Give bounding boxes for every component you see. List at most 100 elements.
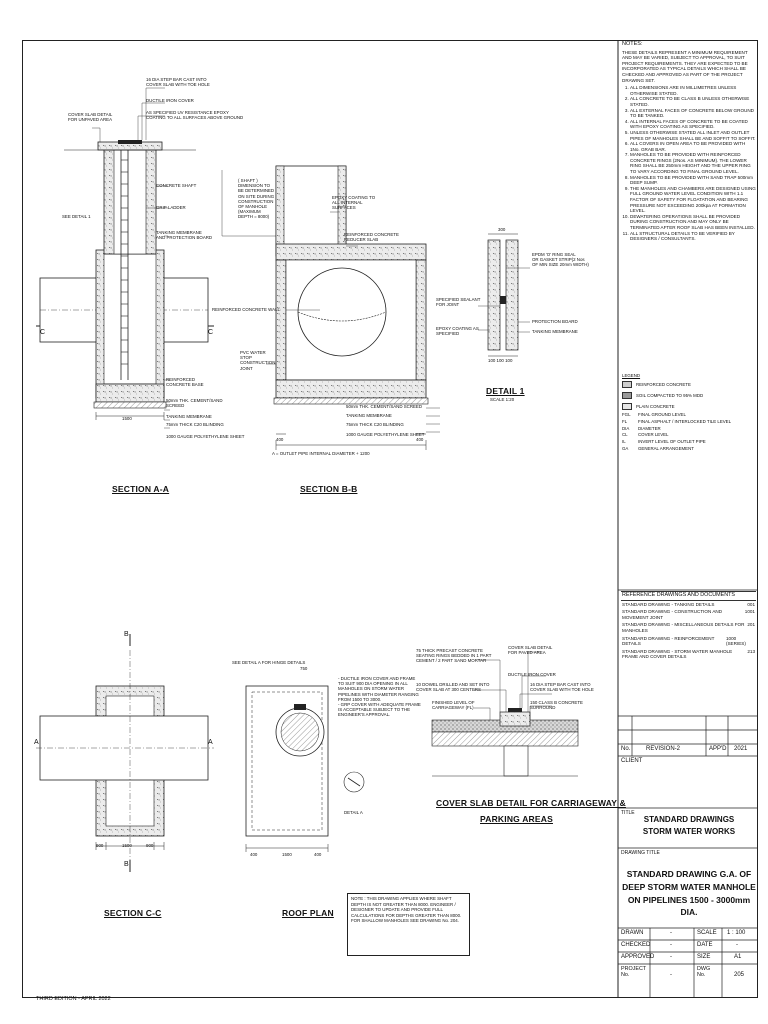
legend-abbr-meaning: INVERT LEVEL OF OUTLET PIPE bbox=[638, 439, 706, 445]
approved-label: APPROVED bbox=[621, 954, 655, 960]
reference-row: STANDARD DRAWING - MISCELLANEOUS DETAILS… bbox=[621, 621, 756, 634]
cc-dim-900a: 900 bbox=[96, 843, 104, 848]
references-header: REFERENCE DRAWINGS AND DOCUMENTS bbox=[621, 591, 756, 601]
reference-drawings-panel: REFERENCE DRAWINGS AND DOCUMENTS STANDAR… bbox=[621, 591, 756, 661]
legend-abbr-row: CL COVER LEVEL bbox=[622, 432, 756, 439]
legend-abbr-meaning: FINAL GROUND LEVEL bbox=[638, 412, 686, 417]
aa-tanking2-label: TANKING MEMBRANE bbox=[166, 414, 212, 419]
reference-label: STANDARD DRAWING - MISCELLANEOUS DETAILS… bbox=[622, 622, 745, 633]
note-item: ALL CONCRETE TO BE CLASS B UNLESS OTHERW… bbox=[630, 96, 756, 107]
d1-dims: 100 100 100 bbox=[488, 358, 513, 363]
bb-screed-label: 50mm THK. CEMENT/SAND SCREED bbox=[346, 404, 423, 409]
legend-abbr: GA bbox=[622, 445, 629, 451]
aa-grip-ladder-label: GRIP LADDER bbox=[156, 205, 186, 210]
title-block-grid bbox=[618, 589, 758, 998]
legend-row: PLAIN CONCRETE bbox=[622, 401, 756, 412]
d1-epdm-label: EPDM 'O' RING SEAL OR GASKET STRIP(2 Nos… bbox=[532, 252, 589, 268]
cover-rings-label: 75 THICK PRECAST CONCRETE SEATING RINGS … bbox=[416, 648, 492, 664]
reference-number: 1001 bbox=[744, 609, 755, 615]
aa-poly-label: 1000 GAUGE POLYETHYLENE SHEET bbox=[166, 434, 245, 439]
aa-base-label: REINFORCED CONCRETE BASE bbox=[166, 377, 204, 388]
reference-number: 001 bbox=[747, 601, 755, 607]
edition-footer: THIRD EDITION - APRIL 2022 bbox=[36, 996, 111, 1002]
drawing-title-label: DRAWING TITLE bbox=[621, 850, 660, 856]
aa-ductile-cover-label: DUCTILE IRON COVER bbox=[146, 98, 194, 103]
cover-paved-label: COVER SLAB DETAIL FOR PAVED AREA bbox=[508, 645, 553, 656]
legend-swatch bbox=[622, 392, 632, 399]
d1-dim-300: 300 bbox=[498, 227, 506, 232]
d1-tanking-label: TANKING MEMBRANE bbox=[532, 329, 578, 334]
reference-row: STANDARD DRAWING - CONSTRUCTION AND MOVE… bbox=[621, 608, 756, 621]
legend-label: PLAIN CONCRETE bbox=[636, 403, 675, 409]
cover-ductile-label: DUCTILE IRON COVER bbox=[508, 672, 556, 677]
bb-pvc-label: PVC WATER STOP CONSTRUCTION JOINT bbox=[240, 350, 276, 371]
drawing-title-line-2: DEEP STORM WATER MANHOLE bbox=[622, 882, 756, 892]
legend-abbr: FGL bbox=[622, 412, 631, 417]
drawn-value: - bbox=[670, 930, 672, 936]
section-bb-drawing bbox=[221, 165, 440, 450]
bb-shaft-label: ( SHAFT ) DIMENSION TO BE DETERMINED ON … bbox=[238, 178, 275, 220]
cc-a-left: A bbox=[34, 739, 39, 746]
bb-epoxy-label: EPOXY COATING TO ALL INTERNAL SURFACES bbox=[332, 195, 376, 211]
reference-label: STANDARD DRAWING - TANKING DETAILS bbox=[622, 601, 715, 607]
note-item: MANHOLES TO BE PROVIDED WITH SAND TRAP 5… bbox=[630, 175, 756, 186]
cc-b-top: B bbox=[124, 631, 129, 638]
legend-swatch bbox=[622, 381, 632, 388]
roof-plan-title: ROOF PLAN bbox=[282, 908, 334, 918]
cc-dim-1500: 1500 bbox=[122, 843, 132, 848]
bb-dim-a-label: A = OUTLET PIPE INTERNAL DIAMETER + 1200 bbox=[272, 451, 370, 456]
reference-label: STANDARD DRAWING - CONSTRUCTION AND MOVE… bbox=[622, 609, 723, 620]
legend-abbr-meaning: DIAMETER bbox=[638, 425, 661, 431]
note-item: UNLESS OTHERWISE STATED ALL INLET AND OU… bbox=[630, 130, 756, 141]
aa-dim-1500: 1500 bbox=[122, 416, 132, 421]
drawing-title-line-1: STANDARD DRAWING G.A. OF bbox=[626, 869, 752, 879]
scale-label: SCALE bbox=[697, 930, 717, 936]
legend-label: SOIL COMPACTED TO 95% MDD bbox=[636, 392, 704, 398]
detail1-drawing bbox=[478, 233, 530, 357]
bb-reducer-label: REINFORCED CONCRETE REDUCER SLAB bbox=[344, 232, 399, 243]
drawing-sheet-border bbox=[22, 40, 758, 998]
aa-c-right: C bbox=[208, 329, 214, 336]
legend-abbr-meaning: FINAL ASPHALT / INTERLOCKED TILE LEVEL bbox=[638, 418, 732, 424]
legend-abbr-meaning: COVER LEVEL bbox=[638, 432, 669, 438]
aa-c-left: C bbox=[40, 329, 46, 336]
roof-dim-750: 750 bbox=[300, 666, 308, 671]
aa-blinding-label: 75mm THICK C20 BLINDING bbox=[166, 422, 224, 427]
legend-panel: LEGEND REINFORCED CONCRETE SOIL COMPACTE… bbox=[622, 373, 756, 453]
note-item: ALL STRUCTURAL DETAILS TO BE VERIFIED BY… bbox=[630, 231, 756, 242]
roof-dim-1500: 1500 bbox=[282, 852, 292, 857]
bb-tanking-label: TANKING MEMBRANE bbox=[346, 413, 392, 418]
date-value: - bbox=[736, 942, 738, 948]
title-line-1: STANDARD DRAWINGS bbox=[643, 815, 735, 824]
roof-dim-400a: 400 bbox=[250, 852, 258, 857]
approved-value: - bbox=[670, 954, 672, 960]
d1-epoxy-label: EPOXY COATING AS SPECIFIED bbox=[436, 326, 479, 337]
bb-poly-label: 1000 GAUGE POLYETHYLENE SHEET bbox=[346, 432, 425, 437]
legend-abbr: IL bbox=[622, 439, 626, 445]
bb-blinding-label: 75mm THICK C20 BLINDING bbox=[346, 422, 404, 427]
legend-abbr: CL bbox=[622, 432, 628, 438]
note-item: DEWATERING OPERATIONS SHALL BE PROVIDED … bbox=[630, 214, 756, 231]
section-cc-title: SECTION C-C bbox=[104, 908, 162, 918]
reference-row: STANDARD DRAWING - STORM WATER MANHOLE F… bbox=[621, 648, 756, 661]
bb-wall-label: REINFORCED CONCRETE WALL bbox=[212, 307, 280, 312]
note-item: ALL EXTERNAL FACES OF CONCRETE BELOW GRO… bbox=[630, 108, 756, 119]
legend-row: SOIL COMPACTED TO 95% MDD bbox=[622, 390, 756, 401]
note-item: MANHOLES TO BE PROVIDED WITH REINFORCED … bbox=[630, 152, 756, 174]
reference-row: STANDARD DRAWING - REINFORCEMENT DETAILS… bbox=[621, 635, 756, 648]
reference-row: STANDARD DRAWING - TANKING DETAILS 001 bbox=[621, 601, 756, 609]
section-aa-drawing bbox=[36, 87, 214, 429]
aa-cover-slab-label: COVER SLAB DETAIL FOR UNPAVED AREA bbox=[68, 112, 113, 123]
cc-a-right: A bbox=[208, 739, 213, 746]
checked-label: CHECKED bbox=[621, 942, 651, 948]
dwg-value: 205 bbox=[734, 972, 745, 978]
title-line-2: STORM WATER WORKS bbox=[642, 827, 736, 836]
cover-slab-title-2: PARKING AREAS bbox=[480, 814, 553, 824]
section-cc-drawing bbox=[36, 634, 214, 872]
cover-step-bar-label: 16 DIA STEP BAR CAST INTO COVER SLAB WIT… bbox=[530, 682, 594, 693]
reference-label: STANDARD DRAWING - REINFORCEMENT DETAILS bbox=[622, 635, 715, 647]
aa-screed-label: 50mm THK. CEMENT/SAND SCREED bbox=[166, 398, 223, 409]
cc-b-bottom: B bbox=[124, 861, 129, 868]
